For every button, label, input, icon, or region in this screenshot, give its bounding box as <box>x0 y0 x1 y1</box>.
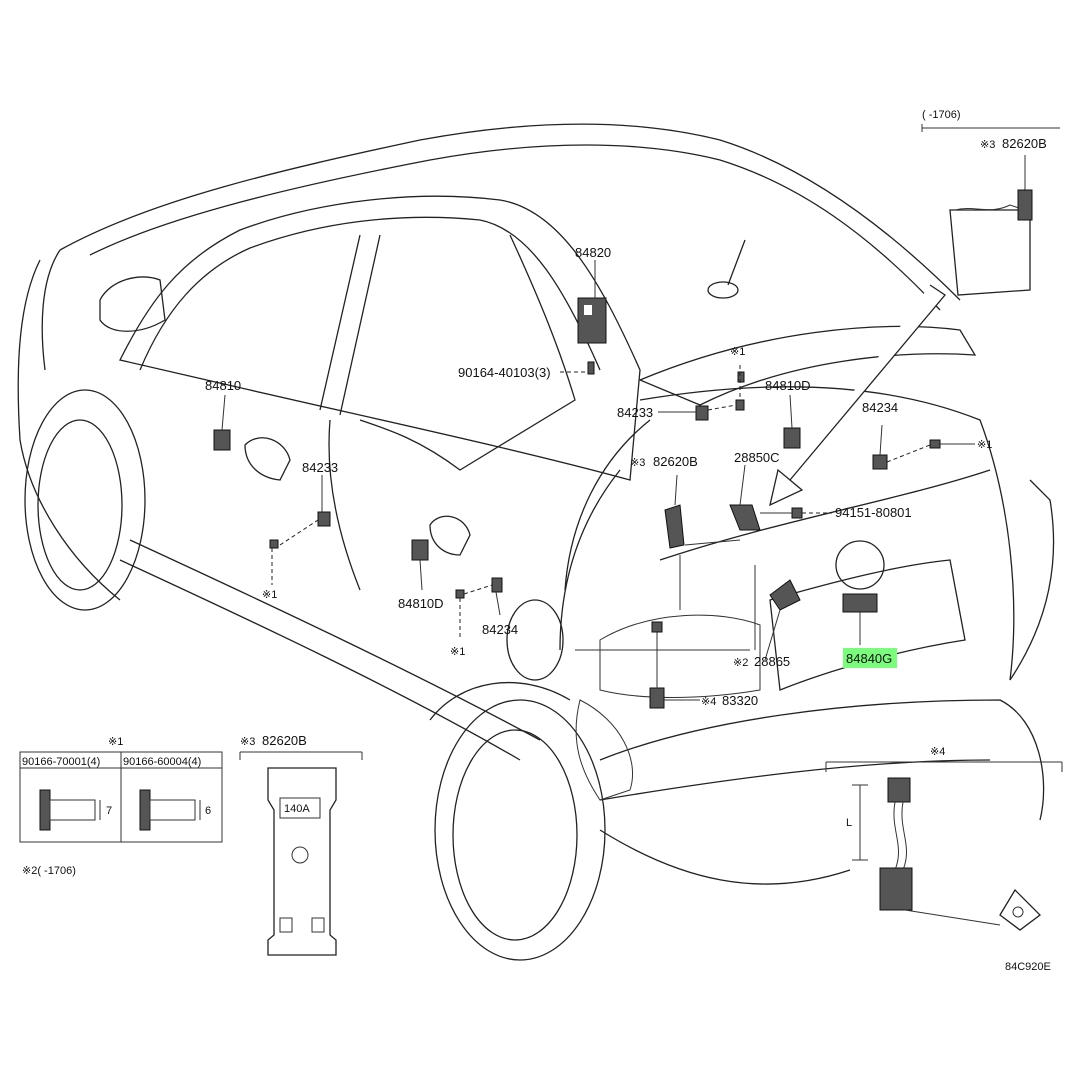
fuse-block <box>267 767 337 956</box>
inset-top-right: ( -1706) ※3 82620B <box>921 109 1060 296</box>
label-mark4-b: ※4 <box>930 746 945 758</box>
label-90164: 90164-40103(3) <box>458 365 551 380</box>
note-mark2: ※2( -1706) <box>22 865 76 877</box>
label-84233-a: 84233 <box>302 460 338 475</box>
label-mark2-a: ※2 <box>733 657 748 669</box>
clamp-82620b-inset <box>1017 189 1033 221</box>
label-mark3-b: ※3 <box>980 139 995 151</box>
bracket-28850c <box>729 504 761 531</box>
label-84233-b: 84233 <box>617 405 653 420</box>
label-84810d-a: 84810D <box>398 596 444 611</box>
label-28850c: 28850C <box>734 450 780 465</box>
switch-84810-part <box>213 429 231 451</box>
fuse-rating: 140A <box>284 803 310 815</box>
part-84233-a <box>317 511 331 527</box>
label-82620b-a: 82620B <box>653 454 698 469</box>
label-mark4-a: ※4 <box>701 696 716 708</box>
label-mark1-a: ※1 <box>730 346 745 358</box>
label-28865: 28865 <box>754 654 790 669</box>
sensor-inset: ※4 L <box>825 746 1063 931</box>
dim-7: 7 <box>106 805 112 817</box>
clamp-82620b <box>664 504 685 549</box>
leader-lines <box>221 260 975 701</box>
dim-L: L <box>846 817 852 829</box>
fuse-inset: ※3 82620B 140A <box>239 733 363 956</box>
battery-box <box>949 209 1031 296</box>
part-84234-a <box>491 577 503 593</box>
screw-90164-part <box>587 361 595 375</box>
switch-84810d-b <box>783 427 801 449</box>
fastener-table: ※1 90166-70001(4) 90166-60004(4) 7 6 ※2(… <box>19 736 223 877</box>
label-84810d-b: 84810D <box>765 378 811 393</box>
car-body-outline <box>17 123 1055 961</box>
sensor-83320 <box>649 687 665 709</box>
label-mark1-b: ※1 <box>262 589 277 601</box>
label-mark3-a: ※3 <box>630 457 645 469</box>
connector-icon <box>887 777 911 803</box>
label-84820: 84820 <box>575 245 611 260</box>
label-83320: 83320 <box>722 693 758 708</box>
sensor-body <box>879 867 913 911</box>
part-28865 <box>769 579 801 611</box>
inset-range-label: ( -1706) <box>922 109 961 121</box>
label-94151: 94151-80801 <box>835 505 912 520</box>
label-82620b-b: 82620B <box>1002 136 1047 151</box>
bolt-94151 <box>791 507 803 519</box>
label-mark1-e: ※1 <box>108 736 123 748</box>
switch-84820-part <box>577 297 607 344</box>
callout-labels: 84820 90164-40103(3) ※1 84810 84233 ※1 8… <box>205 245 992 708</box>
label-84840g: 84840G <box>846 651 892 666</box>
switch-84840g <box>842 593 878 613</box>
label-mark1-d: ※1 <box>977 439 992 451</box>
table-col2-header: 90166-60004(4) <box>123 756 201 768</box>
clip-70001-icon <box>39 789 51 831</box>
sensor-head <box>999 888 1041 931</box>
label-84810: 84810 <box>205 378 241 393</box>
part-shapes <box>213 297 941 709</box>
label-82620b-c: 82620B <box>262 733 307 748</box>
label-mark1-c: ※1 <box>450 646 465 658</box>
label-84234-a: 84234 <box>482 622 518 637</box>
dim-6: 6 <box>205 805 211 817</box>
direction-arrow <box>769 284 946 507</box>
table-col1-header: 90166-70001(4) <box>22 756 100 768</box>
label-mark3-c: ※3 <box>240 736 255 748</box>
part-84233-b <box>695 405 709 421</box>
part-84234-b <box>872 454 888 470</box>
clip-60004-icon <box>139 789 151 831</box>
diagram-ref-code: 84C920E <box>1005 961 1051 973</box>
switch-84810d-a <box>411 539 429 561</box>
highlight-84840g <box>843 648 897 668</box>
label-84234-b: 84234 <box>862 400 898 415</box>
